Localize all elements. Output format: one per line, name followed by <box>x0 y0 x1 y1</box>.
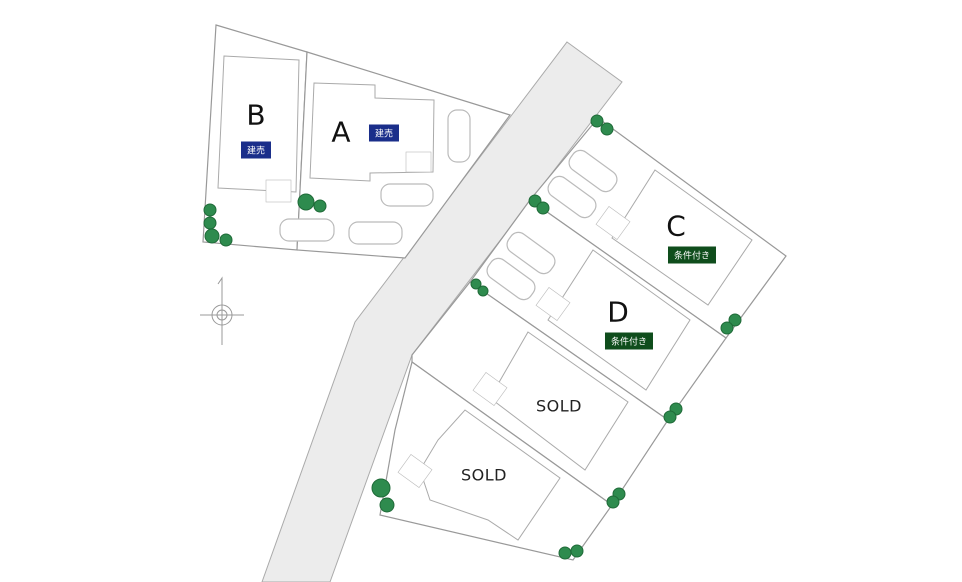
building-c <box>611 169 753 306</box>
building-d <box>547 249 691 391</box>
road <box>261 41 623 582</box>
car <box>348 221 403 245</box>
lot-b-label: B <box>246 98 266 132</box>
building-sold-1 <box>489 331 629 471</box>
car <box>486 257 536 301</box>
lot-a-badge: 建売 <box>368 124 400 142</box>
car <box>447 109 471 163</box>
lot-c-label: C <box>666 209 686 243</box>
building-sold-2 <box>419 409 561 541</box>
parking-grid <box>405 151 432 173</box>
car <box>547 175 597 219</box>
lot-a-label: A <box>331 115 351 149</box>
parking-grid <box>535 287 571 321</box>
compass-icon <box>200 276 244 345</box>
trees <box>203 114 742 560</box>
car <box>568 149 618 193</box>
lot-c-badge: 条件付き <box>667 246 717 264</box>
car <box>380 183 434 207</box>
car <box>506 231 556 275</box>
parking-grid <box>595 206 631 240</box>
parking-grid <box>397 454 433 488</box>
sold-label: SOLD <box>536 396 582 416</box>
parking-grid <box>472 372 508 406</box>
building-b <box>217 55 300 193</box>
sold-label: SOLD <box>461 465 507 485</box>
lot-d-badge: 条件付き <box>604 332 654 350</box>
car <box>279 218 335 242</box>
lot-b-badge: 建売 <box>240 141 272 159</box>
lot-d-label: D <box>607 295 629 329</box>
parking-grid <box>265 179 292 203</box>
